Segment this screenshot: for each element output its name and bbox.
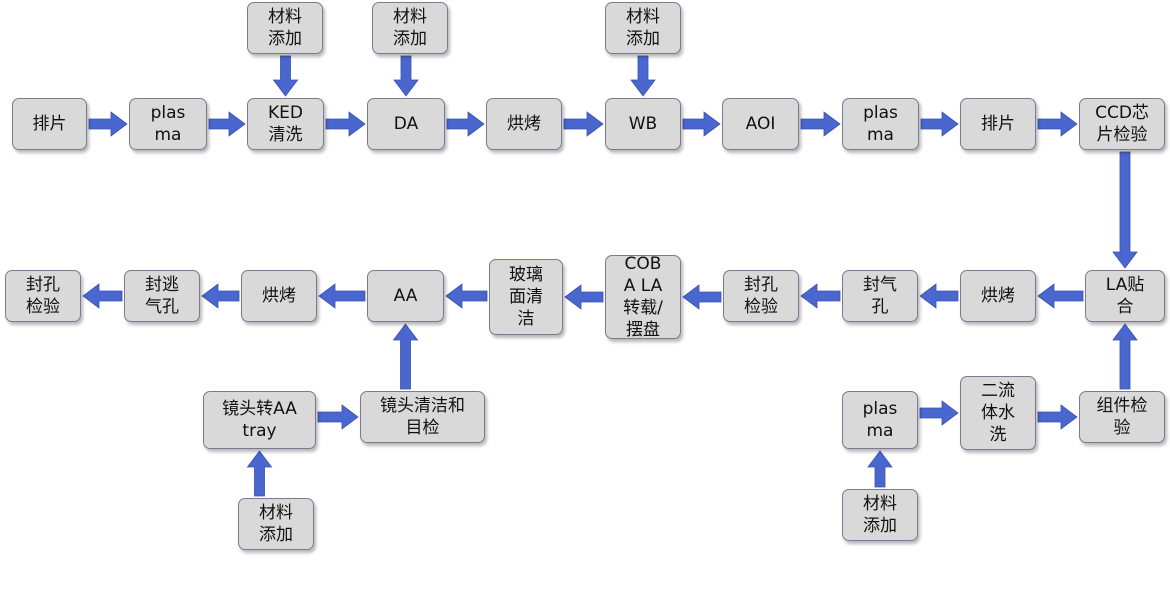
node-lens-to-aa-tray: 镜头转AA tray bbox=[203, 391, 316, 449]
arrow-m1-to-n3 bbox=[272, 55, 299, 97]
arrow-n6-to-n7 bbox=[682, 111, 721, 137]
node-seal-vent-hole: 封逃 气孔 bbox=[124, 270, 200, 322]
arrow-n12-to-n13 bbox=[919, 283, 959, 309]
node-ccd-chip-inspection: CCD芯 片检验 bbox=[1079, 98, 1165, 150]
node-arrange-chips-2: 排片 bbox=[960, 98, 1036, 150]
arrow-n19-to-n20 bbox=[82, 283, 123, 309]
node-seal-air-hole: 封气 孔 bbox=[842, 270, 918, 322]
node-seal-inspection-2: 封孔 检验 bbox=[5, 270, 81, 322]
arrow-n7-to-n8 bbox=[800, 111, 841, 137]
node-arrange-chips-1: 排片 bbox=[12, 98, 87, 150]
arrow-n10-to-n11 bbox=[1112, 151, 1138, 269]
arrow-n24-to-n25 bbox=[1037, 404, 1078, 430]
node-bake-1: 烘烤 bbox=[486, 98, 562, 150]
arrow-n14-to-n15 bbox=[682, 284, 722, 310]
arrow-n3-to-n4 bbox=[325, 111, 366, 137]
arrow-n18-to-n19 bbox=[201, 283, 240, 309]
arrow-n22-to-n17 bbox=[392, 323, 419, 390]
node-la-bonding: LA贴 合 bbox=[1085, 270, 1165, 322]
node-coba-la-transfer: COB A LA 转载/ 摆盘 bbox=[605, 254, 681, 340]
node-material-add-2: 材料 添加 bbox=[372, 2, 448, 54]
arrow-n2-to-n3 bbox=[208, 111, 246, 137]
node-bake-2: 烘烤 bbox=[960, 270, 1036, 322]
arrow-m2-to-n4 bbox=[393, 55, 419, 97]
arrow-n17-to-n18 bbox=[318, 283, 366, 309]
node-ked-clean: KED 清洗 bbox=[247, 98, 324, 150]
arrow-n8-to-n9 bbox=[920, 111, 959, 137]
arrow-n9-to-n10 bbox=[1037, 111, 1078, 137]
arrow-m3-to-n6 bbox=[630, 55, 656, 97]
arrow-n25-to-n11 bbox=[1112, 323, 1138, 390]
arrow-n23-to-n24 bbox=[919, 400, 959, 426]
node-lens-clean-inspect: 镜头清洁和 目检 bbox=[360, 391, 485, 443]
arrow-n15-to-n16 bbox=[564, 284, 604, 310]
node-plasma-2: plas ma bbox=[842, 98, 919, 150]
node-plasma-3: plas ma bbox=[842, 391, 918, 449]
node-plasma-1: plas ma bbox=[129, 98, 207, 150]
arrow-n5-to-n6 bbox=[563, 111, 604, 137]
node-wb: WB bbox=[605, 98, 681, 150]
arrow-n4-to-n5 bbox=[446, 111, 485, 137]
node-bake-3: 烘烤 bbox=[241, 270, 317, 322]
node-material-add-3: 材料 添加 bbox=[605, 2, 681, 54]
node-seal-inspection-1: 封孔 检验 bbox=[723, 270, 799, 322]
node-two-fluid-wash: 二流 体水 洗 bbox=[960, 376, 1036, 450]
arrow-m5-to-n23 bbox=[867, 450, 893, 488]
arrow-n21-to-n22 bbox=[317, 404, 359, 430]
node-material-add-4: 材料 添加 bbox=[238, 498, 314, 550]
node-da: DA bbox=[367, 98, 445, 150]
node-material-add-1: 材料 添加 bbox=[247, 2, 323, 54]
arrow-n1-to-n2 bbox=[88, 111, 128, 137]
arrow-n11-to-n12 bbox=[1037, 283, 1084, 309]
node-material-add-5: 材料 添加 bbox=[842, 489, 918, 541]
node-aoi: AOI bbox=[722, 98, 799, 150]
arrow-n13-to-n14 bbox=[800, 283, 841, 309]
node-glass-surface-clean: 玻璃 面清 洁 bbox=[489, 259, 563, 335]
node-aa: AA bbox=[367, 270, 444, 322]
arrow-n16-to-n17 bbox=[445, 283, 488, 309]
arrow-m4-to-n21 bbox=[246, 450, 273, 497]
node-module-inspection: 组件检 验 bbox=[1079, 391, 1165, 443]
